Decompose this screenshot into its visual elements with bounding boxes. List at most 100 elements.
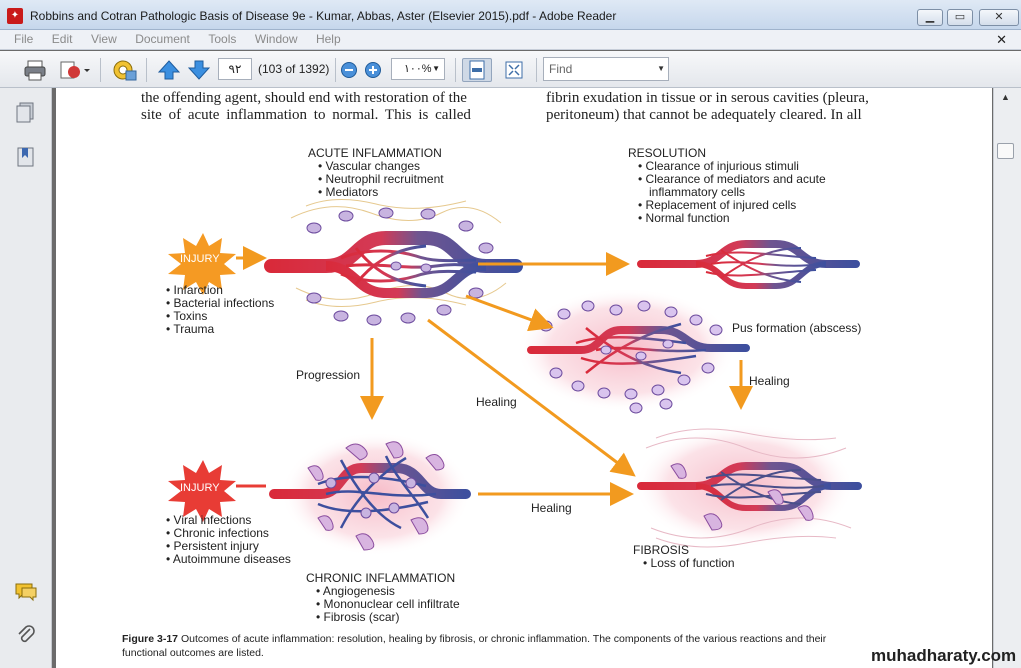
toolbar bbox=[0, 51, 1021, 88]
pdf-page: the offending agent, should end with res… bbox=[56, 88, 992, 668]
healing-label: Healing bbox=[749, 374, 790, 388]
injury-starburst-acute: INJURY bbox=[168, 233, 236, 295]
acute-cause: • Bacterial infections bbox=[166, 296, 274, 310]
body-text-line: fibrin exudation in tissue or in serous … bbox=[546, 90, 869, 106]
pdf-icon: ✦ bbox=[7, 8, 23, 24]
menu-window[interactable]: Window bbox=[254, 32, 298, 46]
share-icon bbox=[60, 61, 90, 79]
menu-file[interactable]: File bbox=[14, 32, 34, 46]
arrow bbox=[465, 294, 554, 332]
acute-cause: • Toxins bbox=[166, 309, 207, 323]
pus-label: Pus formation (abscess) bbox=[732, 321, 861, 335]
zoom-in-icon bbox=[365, 62, 381, 78]
resolution-item: • Clearance of injurious stimuli bbox=[638, 159, 799, 173]
minimize-button[interactable]: ▁ bbox=[917, 9, 943, 26]
chronic-cause: • Chronic infections bbox=[166, 526, 269, 540]
menu-edit[interactable]: Edit bbox=[51, 32, 73, 46]
previous-page-button[interactable] bbox=[156, 58, 182, 82]
scroll-up-icon[interactable]: ▲ bbox=[1001, 92, 1010, 102]
resolution-item: • Clearance of mediators and acute bbox=[638, 172, 826, 186]
menu-view[interactable]: View bbox=[90, 32, 117, 46]
share-button[interactable] bbox=[56, 58, 92, 82]
chronic-item: • Fibrosis (scar) bbox=[316, 610, 400, 624]
fibrosis-vessel bbox=[637, 462, 862, 531]
chronic-item: • Angiogenesis bbox=[316, 584, 395, 598]
printer-icon bbox=[24, 60, 46, 81]
comments-button[interactable] bbox=[14, 582, 38, 607]
abscess-vessel bbox=[527, 300, 750, 414]
bookmarks-panel-button[interactable] bbox=[16, 146, 36, 173]
chronic-title: CHRONIC INFLAMMATION bbox=[306, 571, 455, 585]
progression-label: Progression bbox=[296, 368, 360, 382]
resolution-title: RESOLUTION bbox=[628, 146, 706, 160]
next-page-button[interactable] bbox=[186, 58, 212, 82]
arrow-up-icon bbox=[158, 60, 180, 80]
body-text-line: site of acute inflammation to normal. Th… bbox=[141, 107, 471, 123]
body-text-line: the offending agent, should end with res… bbox=[141, 90, 467, 106]
zoom-out-button[interactable] bbox=[339, 58, 359, 82]
title-bar: ✦ Robbins and Cotran Pathologic Basis of… bbox=[0, 0, 1021, 30]
page-count: (103 of 1392) bbox=[258, 62, 330, 76]
bookmark-icon bbox=[17, 147, 34, 167]
zoom-value: ١٠٠% bbox=[404, 63, 432, 75]
expand-icon bbox=[505, 61, 523, 79]
figure-caption: functional outcomes are listed. bbox=[122, 647, 264, 659]
fibrosis-item: • Loss of function bbox=[643, 556, 735, 570]
full-screen-button[interactable] bbox=[500, 58, 528, 82]
menu-help[interactable]: Help bbox=[315, 32, 341, 46]
body-text-line: peritoneum) that cannot be adequately cl… bbox=[546, 107, 862, 123]
acute-cause: • Infarction bbox=[166, 283, 223, 297]
chevron-down-icon: ▼ bbox=[432, 64, 440, 73]
print-button[interactable] bbox=[20, 58, 50, 82]
settings-button[interactable] bbox=[108, 58, 140, 82]
resolution-item: • Normal function bbox=[638, 211, 730, 225]
pages-panel-button[interactable] bbox=[16, 102, 36, 129]
acute-vessel bbox=[264, 198, 523, 326]
injury-label: INJURY bbox=[180, 482, 220, 494]
injury-starburst-chronic: INJURY bbox=[168, 460, 236, 522]
acute-item: • Neutrophil recruitment bbox=[318, 172, 444, 186]
acute-item: • Vascular changes bbox=[318, 159, 420, 173]
close-document-icon[interactable]: ✕ bbox=[996, 32, 1007, 47]
window-title: Robbins and Cotran Pathologic Basis of D… bbox=[30, 9, 617, 23]
fibrosis-strands bbox=[645, 428, 852, 548]
pages-icon bbox=[16, 102, 34, 123]
menu-tools[interactable]: Tools bbox=[208, 32, 237, 46]
chronic-cause: • Persistent injury bbox=[166, 539, 259, 553]
page-number-input[interactable]: ٩٢ bbox=[218, 58, 252, 80]
chronic-item: • Mononuclear cell infiltrate bbox=[316, 597, 460, 611]
arrow bbox=[427, 318, 636, 477]
acute-cause: • Trauma bbox=[166, 322, 215, 336]
healing-label: Healing bbox=[531, 501, 572, 515]
vertical-scrollbar[interactable]: ▲ bbox=[993, 88, 1021, 668]
arrow-down-icon bbox=[188, 60, 210, 80]
navigation-panel bbox=[0, 88, 52, 668]
fit-width-icon bbox=[469, 60, 485, 80]
fibrosis-title: FIBROSIS bbox=[633, 543, 689, 557]
paperclip-icon bbox=[18, 625, 35, 643]
acute-item: • Mediators bbox=[318, 185, 378, 199]
comment-icon bbox=[15, 583, 37, 602]
close-button[interactable]: ✕ bbox=[979, 9, 1019, 26]
fit-page-button[interactable] bbox=[462, 58, 492, 82]
scrollbar-thumb[interactable] bbox=[997, 143, 1014, 159]
find-placeholder: Find bbox=[549, 62, 573, 76]
injury-label: INJURY bbox=[180, 253, 220, 265]
chronic-cause: • Autoimmune diseases bbox=[166, 552, 291, 566]
watermark: muhadharaty.com bbox=[871, 646, 1017, 665]
resolution-vessel bbox=[637, 240, 860, 289]
gear-icon bbox=[113, 60, 137, 81]
zoom-out-icon bbox=[341, 62, 357, 78]
inflammation-figure: ACUTE INFLAMMATION • Vascular changes • … bbox=[122, 146, 862, 659]
attachments-button[interactable] bbox=[16, 624, 36, 651]
figure-caption: Figure 3-17 Outcomes of acute inflammati… bbox=[122, 633, 827, 645]
zoom-select[interactable]: ١٠٠%▼ bbox=[391, 58, 445, 80]
maximize-button[interactable]: ▭ bbox=[947, 9, 973, 26]
resolution-item: inflammatory cells bbox=[649, 185, 745, 199]
healing-label: Healing bbox=[476, 395, 517, 409]
chevron-down-icon[interactable]: ▼ bbox=[657, 64, 665, 73]
acute-title: ACUTE INFLAMMATION bbox=[308, 146, 442, 160]
find-input[interactable]: Find ▼ bbox=[543, 57, 669, 81]
zoom-in-button[interactable] bbox=[363, 58, 383, 82]
menu-document[interactable]: Document bbox=[135, 32, 190, 46]
